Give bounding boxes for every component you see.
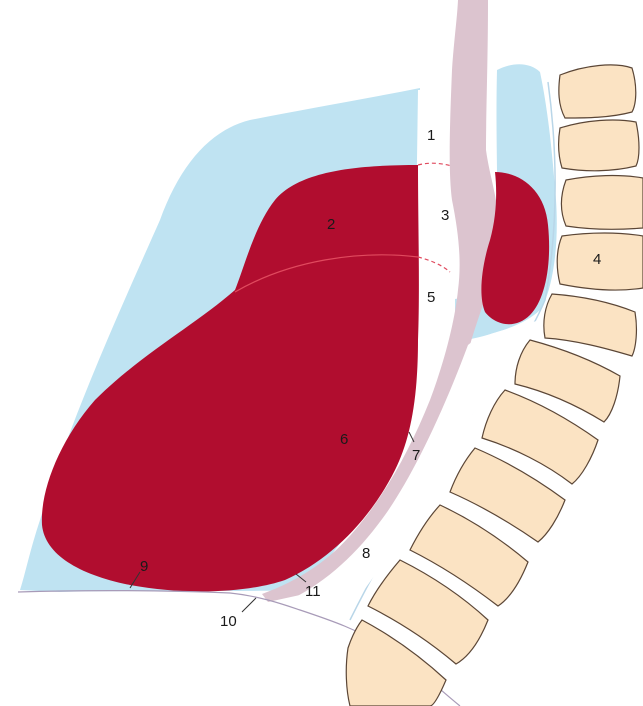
- label-2: 2: [327, 216, 335, 233]
- label-5: 5: [427, 289, 435, 306]
- label-10: 10: [220, 613, 237, 630]
- leader-10: [242, 598, 256, 612]
- label-11: 11: [305, 583, 321, 600]
- label-1: 1: [427, 127, 435, 144]
- label-8: 8: [362, 545, 370, 562]
- label-9: 9: [140, 558, 148, 575]
- label-7: 7: [412, 447, 420, 464]
- vertebra-2: [559, 120, 639, 171]
- vertebra-5: [544, 294, 637, 356]
- vertebra-1: [559, 65, 636, 118]
- label-6: 6: [340, 431, 348, 448]
- vertebra-3: [562, 176, 643, 230]
- label-3: 3: [441, 207, 449, 224]
- label-4: 4: [593, 251, 601, 268]
